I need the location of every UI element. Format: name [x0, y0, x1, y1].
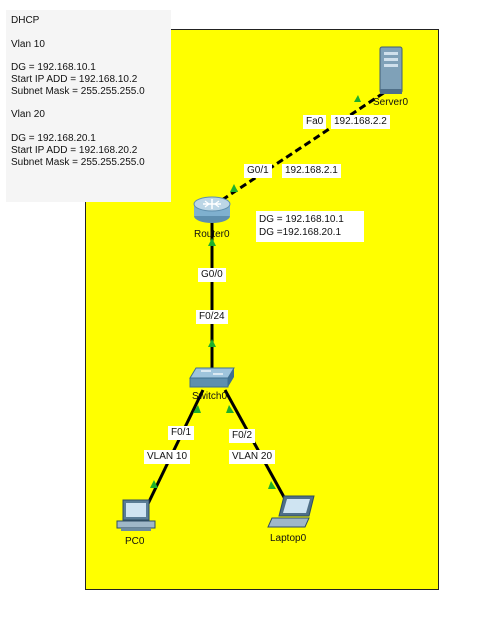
server-icon[interactable] [379, 46, 403, 94]
pc-icon[interactable] [116, 499, 156, 531]
pc-vlan-label: VLAN 10 [144, 450, 191, 464]
server-port-label: Fa0 [303, 115, 327, 129]
server-name[interactable]: Server0 [373, 97, 409, 108]
note-line: Start IP ADD = 192.168.20.2 [11, 144, 138, 156]
switch-f02-label: F0/2 [229, 429, 256, 443]
router-icon[interactable] [193, 196, 231, 223]
link-status-switch-f024 [208, 339, 216, 347]
link-status-router-g01 [230, 184, 238, 192]
link-status-router-g00 [208, 238, 216, 246]
switch-name[interactable]: Switch0 [192, 391, 228, 402]
router-dg-note[interactable]: DG = 192.168.10.1 DG =192.168.20.1 [256, 211, 364, 242]
link-status-switch-f01 [193, 405, 201, 413]
switch-icon[interactable] [189, 367, 235, 388]
note-line: Start IP ADD = 192.168.10.2 [11, 73, 138, 85]
router-dg-line: DG = 192.168.10.1 [259, 214, 344, 225]
router-g01-label: G0/1 [244, 164, 272, 178]
link-status-pc [150, 480, 158, 488]
note-line [11, 27, 171, 39]
note-line: DHCP [11, 15, 40, 26]
switch-f01-label: F0/1 [168, 426, 195, 440]
note-line: DG = 192.168.10.1 [11, 62, 96, 74]
router-name[interactable]: Router0 [194, 229, 230, 240]
link-status-switch-f02 [226, 405, 234, 413]
laptop-vlan-label: VLAN 20 [229, 450, 276, 464]
router-dg-line: DG =192.168.20.1 [259, 227, 342, 238]
cable-switch-laptop[interactable] [223, 389, 292, 509]
router-g01-ip-label: 192.168.2.1 [282, 164, 341, 178]
router-g00-label: G0/0 [198, 268, 226, 282]
link-status-laptop [268, 481, 276, 489]
server-ip-label: 192.168.2.2 [331, 115, 390, 129]
laptop-name[interactable]: Laptop0 [270, 533, 307, 544]
note-line [11, 98, 171, 110]
note-line [11, 121, 171, 133]
note-line: Vlan 20 [11, 109, 45, 121]
note-line: DG = 192.168.20.1 [11, 132, 96, 144]
switch-f024-label: F0/24 [196, 310, 228, 324]
note-line: Subnet Mask = 255.255.255.0 [11, 156, 145, 168]
cable-router-server[interactable] [221, 90, 386, 202]
note-line [11, 50, 171, 62]
note-line: Vlan 10 [11, 38, 45, 50]
pc-name[interactable]: PC0 [125, 536, 145, 547]
link-status-server [354, 95, 361, 102]
dhcp-note[interactable]: DHCP Vlan 10 DG = 192.168.10.1 Start IP … [6, 10, 171, 202]
note-line: Subnet Mask = 255.255.255.0 [11, 85, 145, 97]
laptop-icon[interactable] [267, 495, 315, 528]
